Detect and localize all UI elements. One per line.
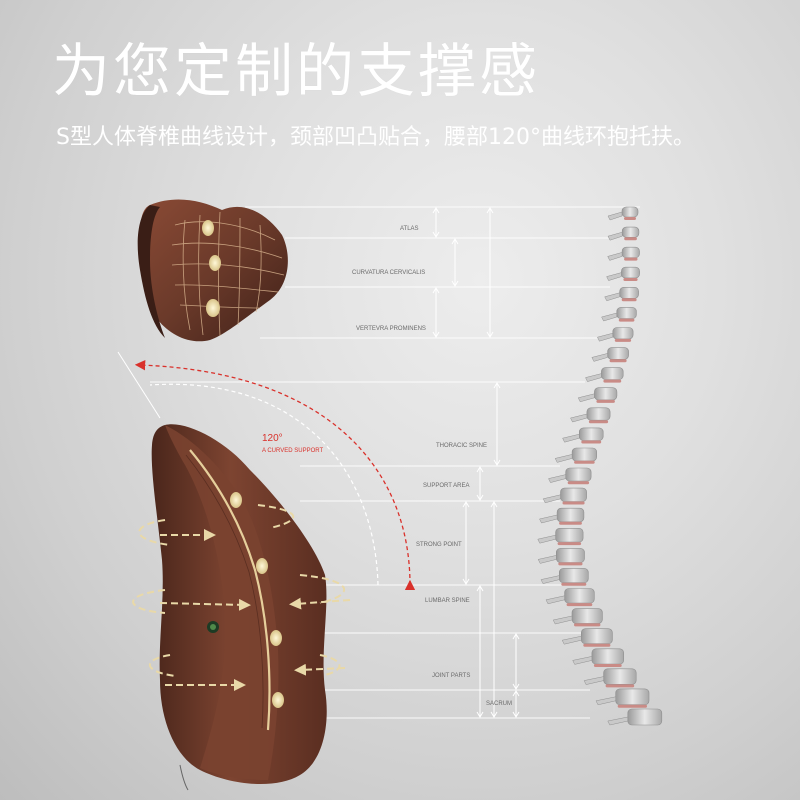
vertebra <box>616 307 637 319</box>
spinal-disc <box>596 399 615 403</box>
label-vertevra: VERTEVRA PROMINENS <box>356 326 426 332</box>
neck-pillow-image <box>137 199 288 342</box>
vertebra <box>621 266 640 279</box>
vertebra-process <box>542 494 561 504</box>
vertebra-process <box>545 595 565 605</box>
label-joint: JOINT PARTS <box>432 673 470 679</box>
label-lumbar: LUMBAR SPINE <box>425 598 470 604</box>
spinal-disc <box>609 359 627 363</box>
vertebra <box>615 688 650 706</box>
page-title: 为您定制的支撑感 <box>52 37 541 105</box>
vertebra <box>621 206 639 218</box>
label-curvatura: CURVATURA CERVICALIS <box>352 270 425 276</box>
label-sacrum: SACRUM <box>486 701 512 707</box>
spinal-disc <box>593 664 622 667</box>
vertebra <box>627 708 663 726</box>
spinal-disc <box>617 704 647 708</box>
vertebra-process <box>561 635 582 645</box>
vertebra <box>586 407 611 421</box>
vertebra <box>612 327 634 340</box>
spinal-disc <box>588 420 609 424</box>
vertebra <box>594 387 618 401</box>
label-thoracic: THORACIC SPINE <box>436 443 487 449</box>
vertebra <box>560 487 587 502</box>
vertebra <box>555 527 584 543</box>
vertebra-process <box>601 312 618 322</box>
vertebra <box>607 347 629 360</box>
angle-caption: A CURVED SUPPORT <box>262 448 323 454</box>
spinal-disc <box>605 684 635 688</box>
spinal-disc <box>624 217 636 220</box>
spinal-disc <box>618 318 635 322</box>
spinal-disc <box>623 278 638 281</box>
vertebra-process <box>591 353 608 362</box>
angle-value: 120° <box>262 433 283 444</box>
vertebra <box>555 548 585 563</box>
page-subtitle: S型人体脊椎曲线设计，颈部凹凸贴合，腰部120°曲线环抱托扶。 <box>56 125 695 150</box>
vertebra <box>601 367 624 380</box>
spinal-disc <box>583 643 611 647</box>
vertebra <box>621 246 640 258</box>
spinal-disc <box>557 542 582 546</box>
spinal-disc <box>574 460 595 464</box>
spinal-disc <box>566 603 593 607</box>
spinal-disc <box>624 257 638 261</box>
vertebra <box>621 226 640 238</box>
vertebra <box>558 568 589 584</box>
spinal-disc <box>558 562 583 566</box>
spinal-disc <box>567 481 590 485</box>
vertebra <box>580 628 613 645</box>
vertebra-process <box>572 656 593 665</box>
spinal-disc <box>562 501 585 505</box>
spinal-disc <box>624 237 637 241</box>
spinal-disc <box>603 379 622 383</box>
vertebra <box>571 447 597 462</box>
vertebra-process <box>562 433 580 443</box>
spinal-disc <box>559 521 582 525</box>
vertebra-process <box>540 575 560 584</box>
vertebra-process <box>604 292 620 302</box>
spinal-disc <box>561 582 587 586</box>
vertebra <box>591 648 625 665</box>
vertebra-process <box>537 534 556 544</box>
vertebra <box>619 286 639 299</box>
dimension-arrows <box>432 207 520 718</box>
lumbar-pillow-image <box>151 424 327 791</box>
label-strong-point: STRONG POINT <box>416 542 462 548</box>
label-atlas: ATLAS <box>400 226 419 232</box>
vertebra-process <box>570 413 588 423</box>
spinal-disc <box>574 623 601 627</box>
vertebra-process <box>548 474 566 483</box>
vertebra-process <box>552 615 573 625</box>
vertebra-process <box>583 676 604 685</box>
spine-illustration <box>537 206 663 726</box>
vertebra <box>564 588 595 604</box>
curve-arcs: 120° A CURVED SUPPORT <box>117 351 416 591</box>
vertebra-process <box>537 555 557 564</box>
vertebra-process <box>597 332 614 342</box>
vertebra <box>578 427 604 441</box>
vertebra-process <box>607 252 623 261</box>
vertebra <box>603 668 637 685</box>
vertebra-process <box>606 272 622 281</box>
support-arrows <box>132 504 351 691</box>
spinal-disc <box>621 298 637 302</box>
vertebra-process <box>577 393 595 403</box>
spine-labels: ATLAS CURVATURA CERVICALIS VERTEVRA PROM… <box>352 226 512 707</box>
vertebra <box>556 507 585 523</box>
vertebra-process <box>595 696 616 706</box>
vertebra-process <box>585 373 602 382</box>
vertebra-process <box>607 716 629 726</box>
spinal-disc <box>581 440 602 444</box>
vertebra-process <box>607 211 623 221</box>
vertebra-process <box>539 514 558 524</box>
spinal-disc <box>614 338 632 342</box>
vertebra <box>565 467 592 482</box>
vertebra-process <box>607 231 623 241</box>
vertebra <box>571 608 603 624</box>
vertebra-process <box>554 454 573 463</box>
label-support-area: SUPPORT AREA <box>423 483 469 489</box>
